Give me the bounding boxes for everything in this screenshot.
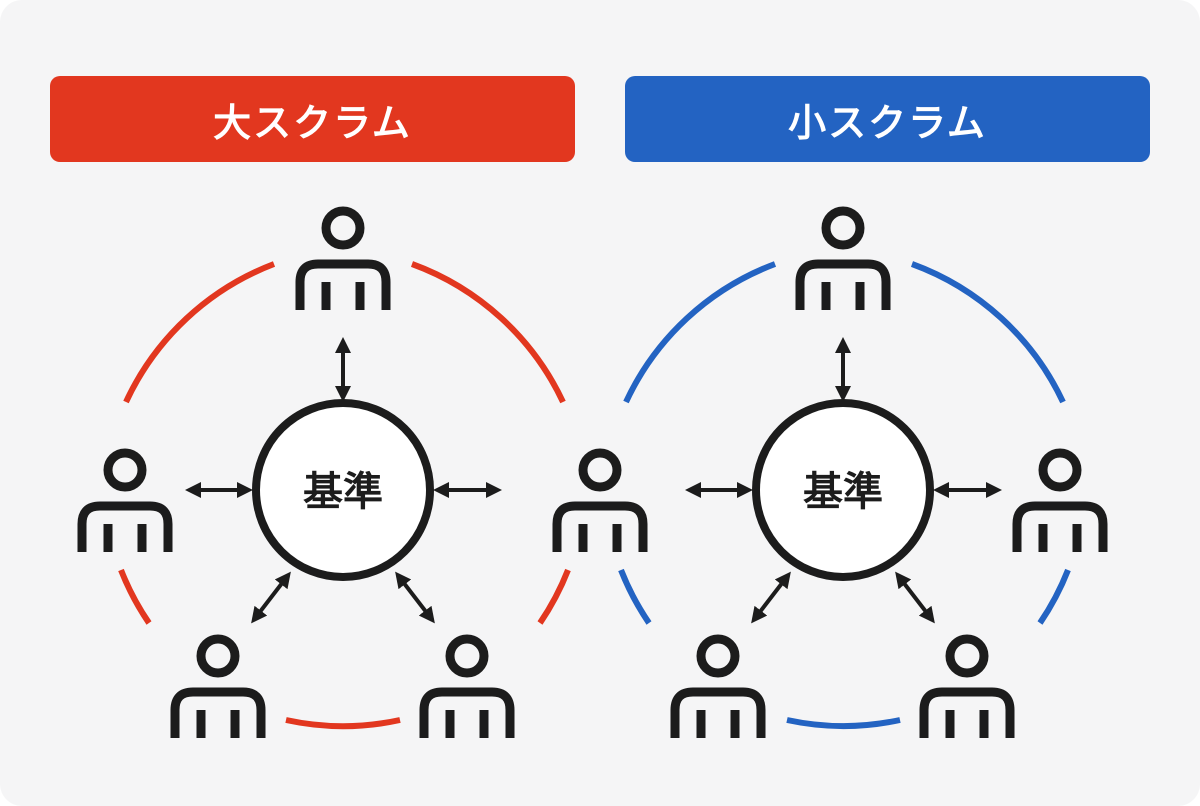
large-ring-arcs xyxy=(118,261,571,730)
center-label: 基準 xyxy=(303,469,383,515)
ring-arc xyxy=(537,568,571,625)
person-icon xyxy=(675,639,761,738)
center-label: 基準 xyxy=(803,469,883,515)
ring-arc xyxy=(123,261,276,404)
double-arrow-icons xyxy=(185,337,502,624)
person-icon xyxy=(1017,453,1103,552)
center-circle xyxy=(752,399,934,581)
double-arrow-icon xyxy=(251,571,291,624)
person-icon xyxy=(557,453,643,552)
ring-arc xyxy=(618,568,652,625)
person-icon xyxy=(424,639,510,738)
ring-arc xyxy=(786,717,901,729)
person-icon xyxy=(800,211,886,310)
large-scrum-panel: 基準 xyxy=(82,211,643,738)
person-icon xyxy=(300,211,386,310)
ring-arc xyxy=(285,717,401,730)
double-arrow-icons xyxy=(685,337,1002,624)
double-arrow-icon xyxy=(395,571,435,624)
ring-arc xyxy=(910,261,1066,404)
large-scrum-title: 大スクラム xyxy=(50,76,575,162)
small-scrum-title: 小スクラム xyxy=(625,76,1150,162)
person-icon xyxy=(924,639,1010,738)
small-scrum-panel: 基準 xyxy=(618,211,1103,738)
double-arrow-icon xyxy=(751,571,791,624)
person-icon xyxy=(175,639,261,738)
center-circle xyxy=(252,399,434,581)
double-arrow-icon xyxy=(895,571,935,624)
person-icon xyxy=(82,453,168,552)
ring-arc xyxy=(410,261,566,404)
ring-arc xyxy=(1037,568,1071,625)
ring-arc xyxy=(623,261,777,404)
small-ring-arcs xyxy=(618,261,1071,729)
ring-arc xyxy=(118,568,152,625)
